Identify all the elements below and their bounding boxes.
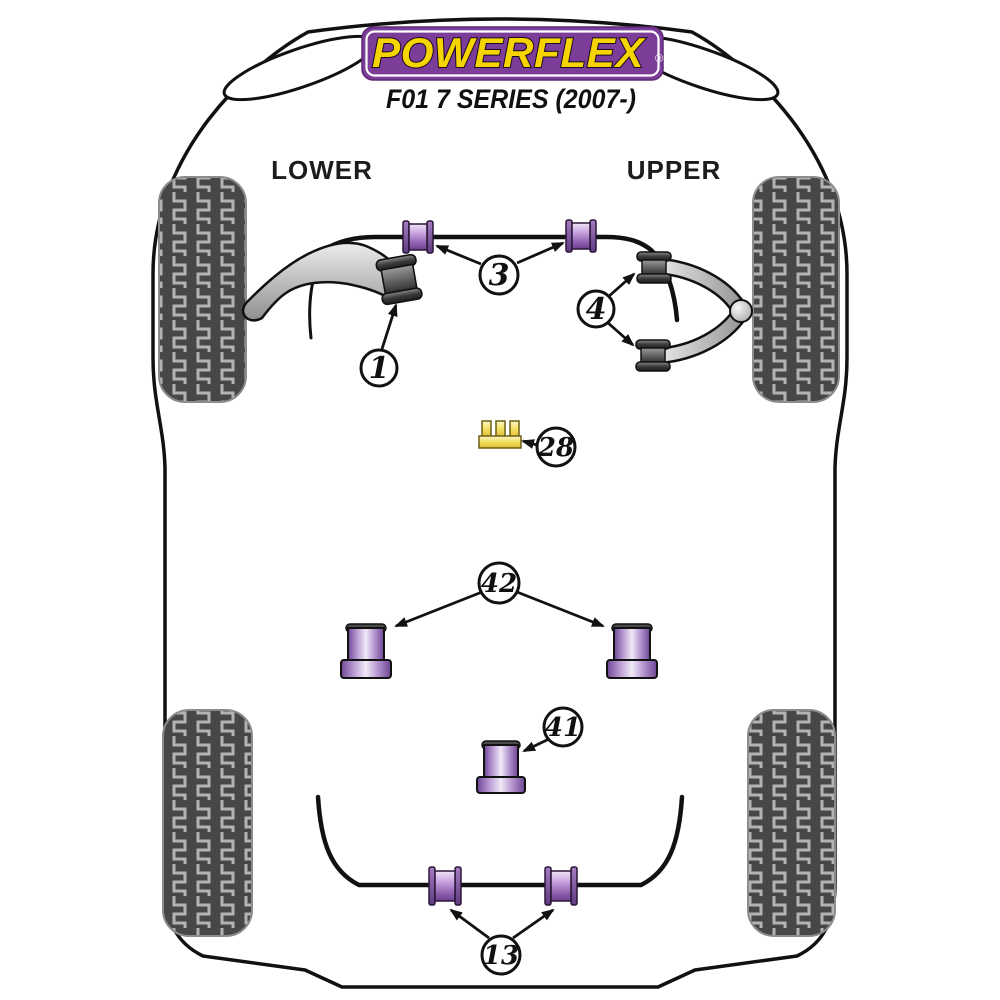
front-arb-bush-right xyxy=(565,219,597,253)
svg-text:1: 1 xyxy=(369,351,390,386)
arrow-1 xyxy=(380,303,398,350)
arrow-28 xyxy=(521,439,538,449)
wishbone-bush-bottom xyxy=(635,339,671,372)
logo-badge xyxy=(361,26,664,81)
diff-mount-bush-right-part42 xyxy=(606,623,658,679)
callout-41: 41 xyxy=(542,706,584,748)
front-upper-wishbone xyxy=(635,251,753,372)
callout-4: 4 xyxy=(576,289,616,329)
powerflex-logo: POWERFLEX ® F01 7 SERIES (2007-) xyxy=(361,26,664,114)
rear-arb-bush-left xyxy=(428,866,462,906)
callout-1: 1 xyxy=(359,348,399,388)
svg-text:41: 41 xyxy=(545,713,581,743)
car-body-outline xyxy=(151,17,849,989)
svg-text:3: 3 xyxy=(489,258,510,293)
lower-arm-bush-part1 xyxy=(375,253,423,306)
tire-front-right xyxy=(752,176,840,403)
registered-mark: ® xyxy=(655,53,663,65)
tire-front-left xyxy=(158,176,247,403)
rear-arb-bush-right xyxy=(544,866,578,906)
arrow-3-left xyxy=(435,244,482,266)
tire-rear-right xyxy=(747,709,836,937)
model-badge: F01 7 SERIES (2007-) xyxy=(386,84,636,114)
arrow-4-bottom xyxy=(606,320,635,347)
svg-text:13: 13 xyxy=(483,941,519,971)
tire-rear-left xyxy=(162,709,253,937)
rear-anti-roll-bar xyxy=(315,794,685,888)
callout-3: 3 xyxy=(478,254,520,296)
jack-pad-part28 xyxy=(478,420,522,449)
arrow-4-top xyxy=(607,272,636,299)
label-upper: UPPER xyxy=(627,155,722,185)
mount-bush-part41 xyxy=(476,740,526,794)
svg-text:28: 28 xyxy=(537,433,574,463)
front-lower-control-arm xyxy=(241,241,396,322)
callout-42: 42 xyxy=(477,561,521,605)
arrow-13-right xyxy=(512,908,555,940)
ball-joint xyxy=(729,299,753,323)
label-lower: LOWER xyxy=(271,155,373,185)
wishbone-bush-top xyxy=(636,251,672,284)
arrow-3-right xyxy=(516,241,565,265)
logo-text: POWERFLEX xyxy=(372,29,646,76)
arrow-42-left xyxy=(394,590,483,628)
arrow-42-right xyxy=(516,590,605,628)
front-arb-bush-left xyxy=(402,220,434,254)
arrow-41 xyxy=(522,737,550,753)
callout-13: 13 xyxy=(480,934,522,976)
callout-28: 28 xyxy=(535,426,577,468)
callout-arrows xyxy=(380,241,636,940)
diff-mount-bush-left-part42 xyxy=(340,623,392,679)
arrow-13-left xyxy=(449,908,490,940)
svg-text:42: 42 xyxy=(481,569,517,599)
logo-badge-inner-border xyxy=(365,30,660,77)
svg-text:4: 4 xyxy=(586,292,607,327)
